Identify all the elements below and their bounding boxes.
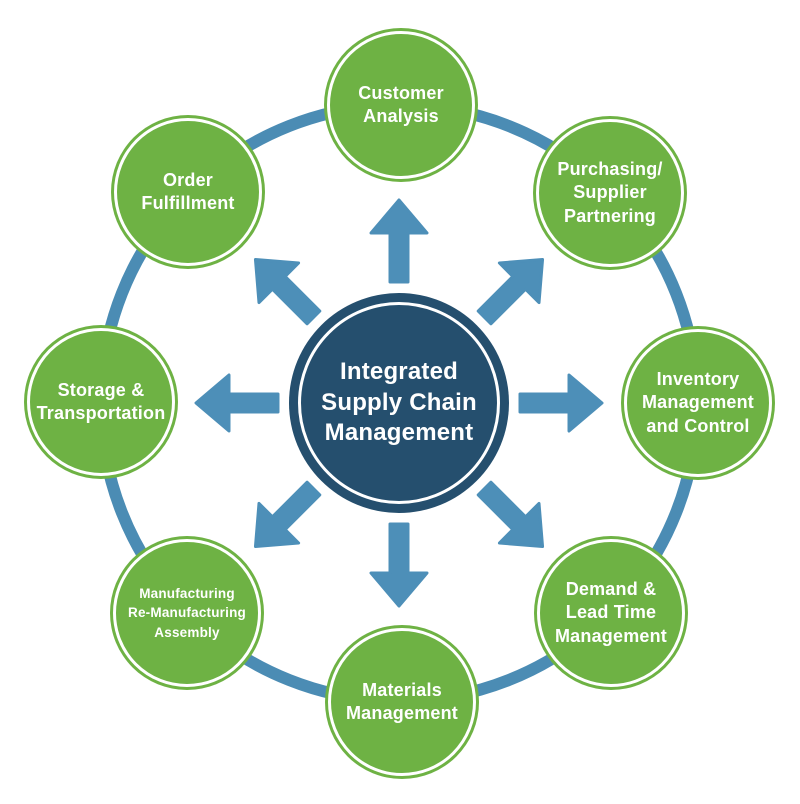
node-demand-lead-time-management: Demand & Lead Time Management <box>537 539 685 687</box>
node-label-line: Demand & <box>565 578 657 599</box>
node-label-line: Management <box>345 703 459 723</box>
node-label-line: Supplier <box>573 182 647 203</box>
node-label-line: Customer <box>358 82 444 103</box>
arrow-right-icon <box>518 373 604 433</box>
node-label-line: Manufacturing <box>139 585 235 601</box>
center-title-line: Supply Chain <box>321 388 477 416</box>
node-label-line: Assembly <box>154 624 220 640</box>
node-label-line: Storage & <box>57 379 145 400</box>
center-hub-circle: Integrated Supply Chain Management <box>289 293 509 513</box>
node-label-line: Inventory <box>656 368 740 389</box>
center-title-line: Integrated <box>339 358 458 386</box>
arrow-left-icon <box>194 373 280 433</box>
center-hub-title: Integrated Supply Chain Management <box>321 357 477 448</box>
node-label-line: Purchasing/ <box>557 158 663 179</box>
node-inventory-management-and-control: Inventory Management and Control <box>624 329 772 477</box>
arrow-up-icon <box>369 198 429 284</box>
arrow-up-left-icon <box>234 238 335 339</box>
node-label-line: Management <box>554 625 668 646</box>
node-purchasing-supplier-partnering: Purchasing/ Supplier Partnering <box>536 119 684 267</box>
node-label-line: Partnering <box>563 205 657 226</box>
arrow-up-right-icon <box>463 238 564 339</box>
node-label-line: Materials <box>362 679 442 700</box>
node-label-line: Re-Manufacturing <box>128 605 246 621</box>
node-label-line: Lead Time <box>565 602 657 623</box>
node-label-line: Management <box>641 392 755 413</box>
arrow-down-right-icon <box>463 467 564 568</box>
node-materials-management: Materials Management <box>328 628 476 776</box>
node-label-line: Transportation <box>36 403 166 423</box>
node-storage-transportation: Storage & Transportation <box>27 328 175 476</box>
node-label-line: Fulfillment <box>141 193 235 213</box>
arrow-down-left-icon <box>234 467 335 568</box>
node-manufacturing-remanufacturing-assembly: Manufacturing Re-Manufacturing Assembly <box>113 539 261 687</box>
node-order-fulfillment: Order Fulfillment <box>114 118 262 266</box>
node-label-line: Analysis <box>363 106 439 126</box>
arrow-down-icon <box>369 522 429 608</box>
center-title-line: Management <box>324 419 474 447</box>
node-label-line: Order <box>162 169 214 190</box>
node-label-line: and Control <box>646 415 750 436</box>
node-customer-analysis: Customer Analysis <box>327 31 475 179</box>
